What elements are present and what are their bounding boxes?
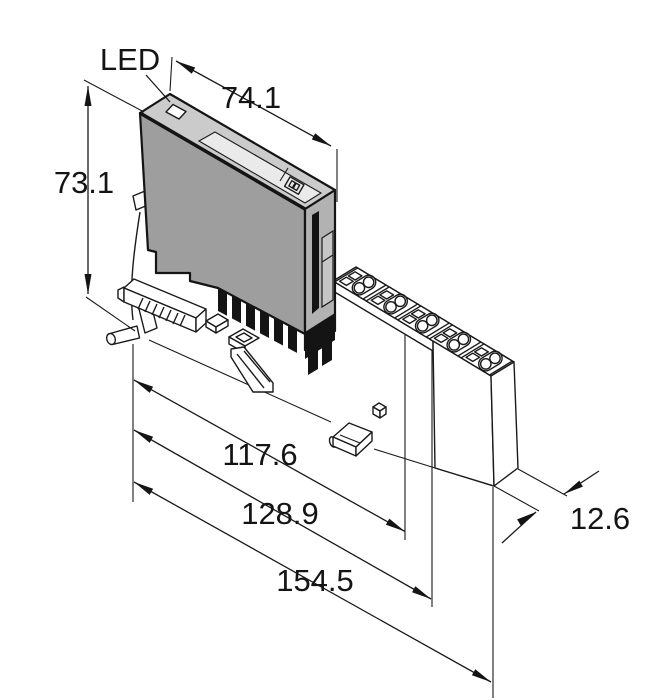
led-leader-line: [145, 74, 171, 103]
dim-label-depth-inner: 117.6: [222, 437, 297, 472]
dim-thickness: 12.6: [493, 468, 630, 544]
label-recess: [197, 131, 323, 204]
base-front-edge: [148, 339, 332, 423]
dim-depth-inner: 117.6: [133, 379, 406, 533]
terminal-base-rail: [332, 266, 519, 487]
rail-end-plate: [432, 340, 519, 487]
led-callout: LED: [100, 42, 171, 103]
led-window: [165, 103, 187, 120]
support-leg: [230, 346, 274, 393]
dim-label-height: 73.1: [54, 165, 114, 200]
dim-label-top-width: 74.1: [221, 80, 281, 115]
base-parts: [105, 190, 494, 487]
mounting-foot: [328, 422, 373, 457]
middle-bracket: [205, 313, 229, 334]
dimensions: LED 74.1 73.1: [54, 42, 630, 698]
bus-connector: [117, 278, 207, 333]
dim-label-depth-total: 154.5: [276, 563, 354, 598]
locking-pin: [105, 325, 141, 346]
led-label: LED: [100, 42, 160, 77]
dim-height: 73.1: [54, 79, 145, 332]
contact-teeth: [218, 288, 297, 353]
dim-depth-total: 154.5: [133, 481, 492, 683]
dim-top-width: 74.1: [169, 56, 338, 202]
release-latch: [321, 229, 334, 309]
terminal-cells: [333, 267, 514, 376]
dim-label-depth-mid: 128.9: [241, 496, 319, 531]
connector-ribs: [137, 297, 186, 327]
dim-label-thickness: 12.6: [570, 501, 630, 536]
base-front-edge-right: [373, 448, 494, 487]
dim-depth-mid: 128.9: [133, 429, 432, 600]
electronic-module: [138, 92, 337, 375]
connector-glyph: [283, 176, 305, 196]
stud-cube: [372, 402, 387, 419]
